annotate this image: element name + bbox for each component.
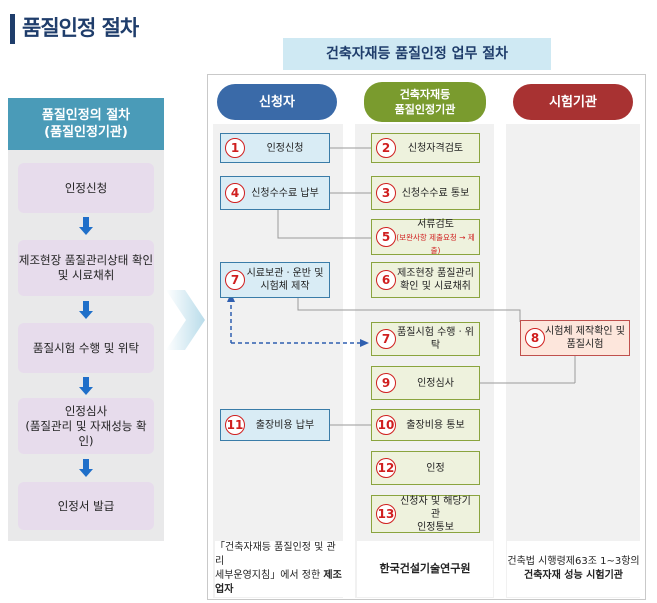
column-header-lab: 시험기관 <box>513 84 633 120</box>
page-title: 품질인정 절차 <box>22 16 139 40</box>
lab-column-bg <box>506 124 640 598</box>
step-text: 출장비용 통보 <box>406 419 465 431</box>
down-arrow-icon <box>83 217 89 227</box>
step-number-badge: 2 <box>376 138 396 158</box>
column-header-label: 품질인정기관 <box>394 103 456 116</box>
step-text: 신청자 및 해당기관 인정통보 <box>396 495 479 534</box>
down-arrow-icon <box>79 227 93 235</box>
column-header-applicant: 신청자 <box>217 84 337 120</box>
left-panel-header-line1: 품질인정의 절차 <box>41 108 131 123</box>
applicant-step-4: 4 신청수수료 납부 <box>220 176 330 210</box>
step-text: 신청수수료 납부 <box>251 187 319 199</box>
left-step-label: 제조현장 품질관리상태 확인 <box>18 253 154 267</box>
step-number-badge: 4 <box>225 183 245 203</box>
footer-bold: 제조 <box>323 570 342 581</box>
left-step-2: 제조현장 품질관리상태 확인 및 시료채취 <box>18 240 154 296</box>
left-step-label: 인정신청 <box>64 180 108 195</box>
step-number-badge: 1 <box>225 138 245 158</box>
agency-footer: 한국건설기술연구원 <box>357 541 493 597</box>
step-text-line: 시험체 제작 <box>260 281 310 292</box>
step-subtext: (보완사항 제출요청 → 제출) <box>396 232 475 255</box>
agency-step-5: 5 서류검토 (보완사항 제출요청 → 제출) <box>371 219 480 255</box>
agency-step-7: 7 품질시험 수행ㆍ위탁 <box>371 322 480 356</box>
step-number-badge: 12 <box>376 458 396 478</box>
agency-step-9: 9 인정심사 <box>371 366 480 400</box>
agency-step-13: 13 신청자 및 해당기관 인정통보 <box>371 495 480 533</box>
left-panel-header: 품질인정의 절차 (품질인정기관) <box>8 98 164 150</box>
down-arrow-icon <box>83 377 89 387</box>
step-text: 인정 <box>426 462 445 474</box>
down-arrow-icon <box>83 459 89 469</box>
step-number-badge: 11 <box>225 415 245 435</box>
step-text: 신청수수료 통보 <box>401 187 470 199</box>
step-text: 신청자격검토 <box>407 142 464 154</box>
column-header-label: 신청자 <box>259 94 295 110</box>
left-step-label: 품질시험 수행 및 위탁 <box>32 340 140 355</box>
footer-line: 세부운영지침」에서 정한 <box>215 570 321 581</box>
applicant-footer: 「건축자재등 품질인정 및 관리 세부운영지침」에서 정한 제조 업자 <box>215 541 343 597</box>
left-step-label: (품질관리 및 자재성능 확인) <box>25 418 147 448</box>
step-text: 출장비용 납부 <box>255 419 315 431</box>
left-step-label: 인정심사 <box>64 403 108 418</box>
agency-step-12: 12 인정 <box>371 451 480 485</box>
agency-step-6: 6 제조현장 품질관리 확인 및 시료채취 <box>371 262 480 298</box>
left-step-label: 인정서 발급 <box>57 498 115 513</box>
step-text: 인정신청 <box>266 142 304 154</box>
down-arrow-icon <box>79 469 93 477</box>
step-text-line: 품질시험 <box>566 339 604 350</box>
right-panel-header: 건축자재등 품질인정 업무 절차 <box>283 38 551 70</box>
down-arrow-icon <box>83 301 89 311</box>
step-number-badge: 7 <box>225 270 245 290</box>
step-text: 시료보관ㆍ운반 및 시험체 제작 <box>245 267 329 293</box>
applicant-step-7: 7 시료보관ㆍ운반 및 시험체 제작 <box>220 262 330 298</box>
step-text: 품질시험 수행ㆍ위탁 <box>397 327 474 351</box>
step-number-badge: 7 <box>376 329 396 349</box>
left-step-1: 인정신청 <box>18 163 154 213</box>
agency-step-3: 3 신청수수료 통보 <box>371 176 480 210</box>
step-text: 인정심사 <box>417 377 454 389</box>
step-text-line: 제조현장 품질관리 <box>397 268 474 279</box>
step-text-line: 인정통보 <box>417 521 454 533</box>
column-header-label: 건축자재등 <box>399 88 451 101</box>
step-text-line: 신청자 및 해당기관 <box>400 495 471 520</box>
chevron-arrow-icon <box>166 290 205 350</box>
column-header-agency: 건축자재등 품질인정기관 <box>364 82 486 122</box>
footer-line: 「건축자재등 품질인정 및 관리 <box>215 542 336 567</box>
lab-footer: 건축법 시행령제63조 1~3항의 건축자재 성능 시험기관 <box>507 541 640 597</box>
applicant-step-11: 11 출장비용 납부 <box>220 409 330 441</box>
agency-step-10: 10 출장비용 통보 <box>371 409 480 441</box>
step-text-line: 확인 및 시료채취 <box>400 281 471 292</box>
step-text: 서류검토 (보완사항 제출요청 → 제출) <box>396 218 479 257</box>
lab-step-8: 8 시험체 제작확인 및 품질시험 <box>520 320 630 356</box>
title-accent-bar <box>10 14 15 44</box>
down-arrow-icon <box>79 387 93 395</box>
step-number-badge: 8 <box>525 328 545 348</box>
agency-step-2: 2 신청자격검토 <box>371 133 480 163</box>
footer-line: 건축법 시행령제63조 1~3항의 <box>507 556 640 567</box>
step-text: 시험체 제작확인 및 품질시험 <box>545 325 629 351</box>
step-number-badge: 9 <box>376 373 396 393</box>
applicant-step-1: 1 인정신청 <box>220 133 330 163</box>
step-number-badge: 3 <box>376 183 396 203</box>
footer-line: 건축자재 성능 시험기관 <box>524 570 623 581</box>
step-text-line: 시험체 제작확인 및 <box>545 326 625 337</box>
step-number-badge: 13 <box>376 504 396 524</box>
left-step-3: 품질시험 수행 및 위탁 <box>18 323 154 373</box>
down-arrow-icon <box>79 311 93 319</box>
left-step-label: 및 시료채취 <box>57 268 115 282</box>
step-number-badge: 5 <box>376 227 396 247</box>
left-panel-header-line2: (품질인정기관) <box>44 125 128 140</box>
step-text-line: 시료보관ㆍ운반 및 <box>246 268 324 279</box>
step-text: 제조현장 품질관리 확인 및 시료채취 <box>396 267 479 293</box>
step-number-badge: 10 <box>376 415 396 435</box>
step-text-line: 서류검토 <box>417 218 454 230</box>
step-number-badge: 6 <box>376 270 396 290</box>
footer-line: 업자 <box>215 584 234 595</box>
left-step-4: 인정심사 (품질관리 및 자재성능 확인) <box>18 398 154 454</box>
left-step-5: 인정서 발급 <box>18 482 154 530</box>
column-header-label: 시험기관 <box>549 94 597 110</box>
